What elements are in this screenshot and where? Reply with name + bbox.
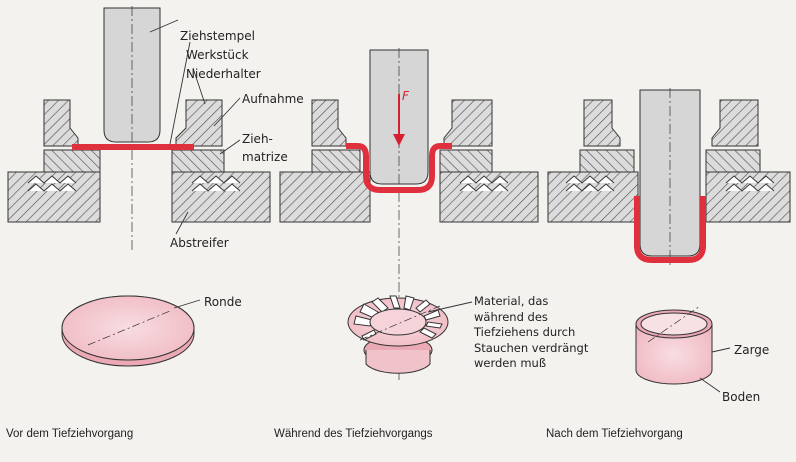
stripper-left [565,175,615,192]
label-ziehmatrize-2: matrize [242,150,288,164]
die-left [579,149,635,173]
label-abstreifer: Abstreifer [170,236,229,250]
leader-lines [149,19,731,393]
label-werkstueck: Werkstück [186,48,249,62]
caption-after: Nach dem Tiefziehvorgang [546,428,683,440]
caption-before: Vor dem Tiefziehvorgang [6,428,134,440]
label-ziehstempel: Ziehstempel [180,29,255,43]
stripper-right [725,175,775,192]
label-boden: Boden [722,390,760,404]
label-zarge: Zarge [734,343,769,357]
panel-after [547,88,791,385]
die-right [171,149,225,173]
blankholder-right [443,99,493,147]
drawn-cup [634,196,706,263]
label-niederhalter: Niederhalter [186,67,261,81]
partial-cup [347,295,449,374]
label-force: F [402,89,410,103]
sheet-blank [72,144,194,150]
stripper-left [27,175,77,192]
blankholder-left [43,99,79,147]
blankholder-right [711,99,759,147]
stripper-right [191,175,241,192]
label-ronde: Ronde [204,295,242,309]
blankholder-left [583,99,621,147]
label-aufnahme: Aufnahme [242,92,304,106]
label-material-note: Material, das während des Tiefziehens du… [474,294,589,370]
stripper-right [459,175,509,192]
punch [103,7,161,143]
die-right [705,149,761,173]
blankholder-left [311,99,347,147]
label-ziehmatrize-1: Zieh- [242,132,273,146]
caption-during: Während des Tiefziehvorgangs [274,428,433,440]
bed-left [279,171,371,223]
blankholder-right [175,99,223,147]
panel-during [279,48,539,380]
finished-cup [635,305,713,385]
bed-right [439,171,539,223]
sheet-drawing [346,143,452,193]
die-left [43,149,101,173]
die-left [311,149,361,173]
die-right [439,149,493,173]
panel-before [7,6,271,367]
